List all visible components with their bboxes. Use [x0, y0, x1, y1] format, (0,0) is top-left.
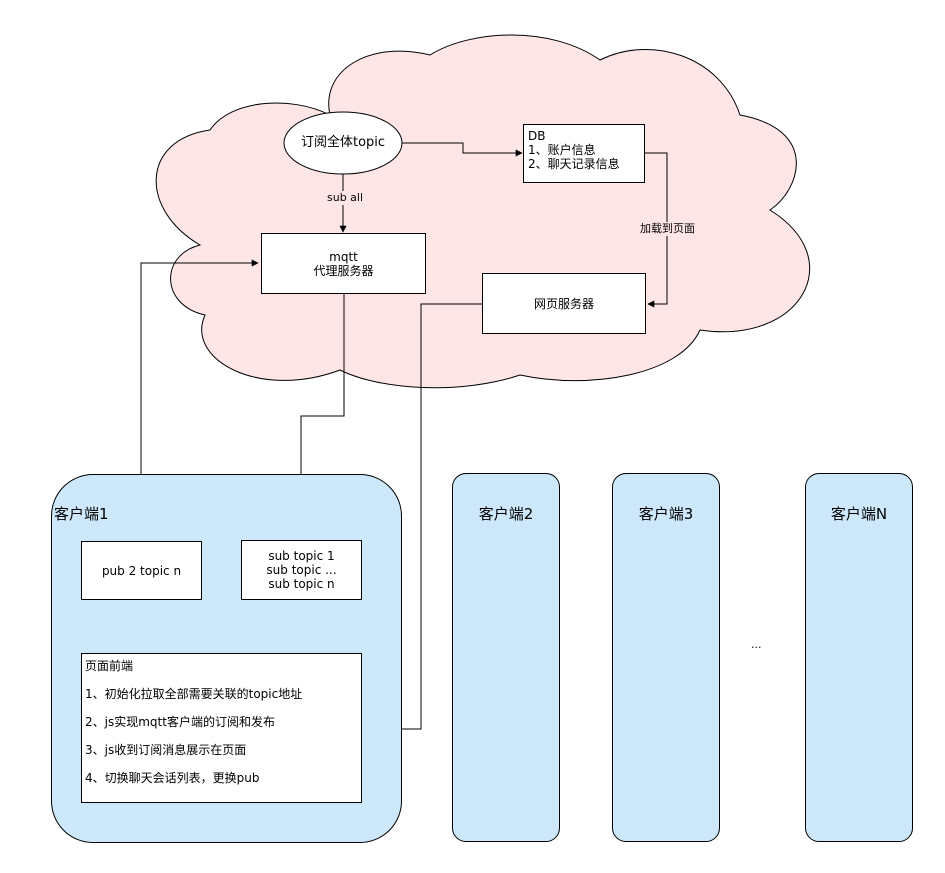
- frontend-item-4: 4、切换聊天会话列表，更换pub: [85, 771, 260, 785]
- edge-label-sub-all-text: sub all: [327, 191, 364, 204]
- more-clients-ellipsis-text: ...: [751, 638, 762, 651]
- pub-box: pub 2 topic n: [81, 541, 202, 600]
- edge-pub-to-mqtt: [140, 259, 259, 541]
- sub-topic-1: sub topic 1: [268, 549, 335, 563]
- db-box: DB 1、账户信息 2、聊天记录信息: [523, 124, 645, 183]
- frontend-item-2: 2、js实现mqtt客户端的订阅和发布: [85, 715, 275, 729]
- mqtt-box-subtitle: 代理服务器: [313, 263, 374, 278]
- sub-topic-ellipsis: sub topic ...: [266, 563, 337, 577]
- client-2-title-text: 客户端2: [478, 505, 534, 523]
- client-3-panel: [612, 473, 720, 842]
- mqtt-broker-box: mqtt 代理服务器: [261, 233, 426, 294]
- client-2-panel: [452, 473, 560, 842]
- subscriber-node-label: 订阅全体topic: [284, 133, 402, 153]
- client-1-title: 客户端1: [54, 503, 109, 524]
- frontend-box: 页面前端 1、初始化拉取全部需要关联的topic地址 2、js实现mqtt客户端…: [81, 653, 362, 803]
- edge-label-load-to-page: 加载到页面: [638, 222, 697, 236]
- client-2-title: 客户端2: [452, 503, 560, 524]
- pub-box-label: pub 2 topic n: [101, 563, 182, 578]
- edge-label-load-to-page-text: 加载到页面: [640, 222, 695, 235]
- edge-label-sub-all: sub all: [325, 191, 366, 205]
- subscriber-node-text: 订阅全体topic: [300, 135, 386, 150]
- client-n-title: 客户端N: [805, 503, 913, 524]
- client-3-title: 客户端3: [612, 503, 720, 524]
- cloud-shape: [155, 34, 811, 389]
- sub-topic-n: sub topic n: [268, 577, 335, 591]
- client-3-title-text: 客户端3: [638, 505, 694, 523]
- sub-box: sub topic 1 sub topic ... sub topic n: [241, 540, 362, 600]
- client-n-panel: [805, 473, 913, 842]
- edge-ellipse-to-db: [402, 142, 523, 157]
- more-clients-ellipsis: ...: [751, 638, 762, 652]
- mqtt-box-title: mqtt: [329, 249, 358, 264]
- db-item-accounts: 1、账户信息: [528, 143, 596, 157]
- web-server-label: 网页服务器: [533, 296, 594, 311]
- db-item-chat-records: 2、聊天记录信息: [528, 157, 620, 171]
- frontend-item-3: 3、js收到订阅消息展示在页面: [85, 743, 247, 757]
- frontend-item-1: 1、初始化拉取全部需要关联的topic地址: [85, 687, 303, 701]
- db-title: DB: [528, 129, 546, 143]
- frontend-title: 页面前端: [85, 659, 134, 673]
- client-n-title-text: 客户端N: [830, 505, 888, 523]
- client-1-title-text: 客户端1: [54, 505, 109, 523]
- web-server-box: 网页服务器: [482, 273, 646, 334]
